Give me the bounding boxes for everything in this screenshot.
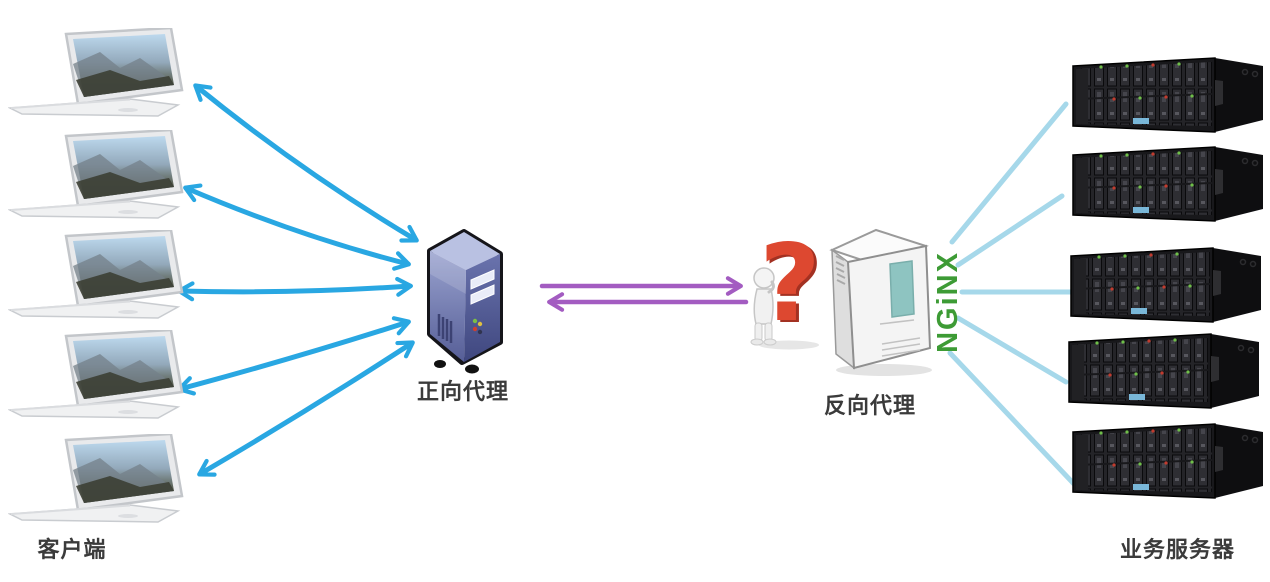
client-proxy-arrow-1: [193, 83, 419, 243]
business-server-icon: [1062, 330, 1264, 410]
question-figure-icon: [744, 228, 822, 350]
business-server-icon: [1066, 54, 1268, 134]
client-proxy-arrow-3: [177, 276, 413, 302]
nginx-logo-text: NGiNX: [932, 251, 964, 353]
client-laptop-icon: [8, 230, 188, 322]
client-proxy-arrow-4: [177, 316, 411, 396]
forward-proxy-label: 正向代理: [416, 379, 509, 404]
proxy-server-line-2: [955, 193, 1065, 268]
business-server-icon: [1064, 244, 1266, 324]
servers-label: 业务服务器: [1119, 537, 1235, 562]
proxy-server-line-1: [949, 101, 1069, 245]
proxy-server-line-4: [955, 315, 1069, 385]
business-server-icon: [1066, 420, 1268, 500]
business-server-icon: [1066, 143, 1268, 223]
clients-label: 客户端: [37, 537, 107, 562]
proxy-server-line-5: [947, 350, 1077, 487]
client-laptop-icon: [8, 434, 188, 526]
client-laptop-icon: [8, 28, 188, 120]
client-proxy-arrow-2: [183, 183, 411, 271]
client-laptop-icon: [8, 330, 188, 422]
forward-proxy-icon: [414, 224, 514, 374]
nginx-tower-icon: [822, 222, 937, 380]
client-proxy-arrow-5: [197, 340, 415, 477]
reverse-proxy-label: 反向代理: [823, 393, 916, 418]
client-laptop-icon: [8, 130, 188, 222]
